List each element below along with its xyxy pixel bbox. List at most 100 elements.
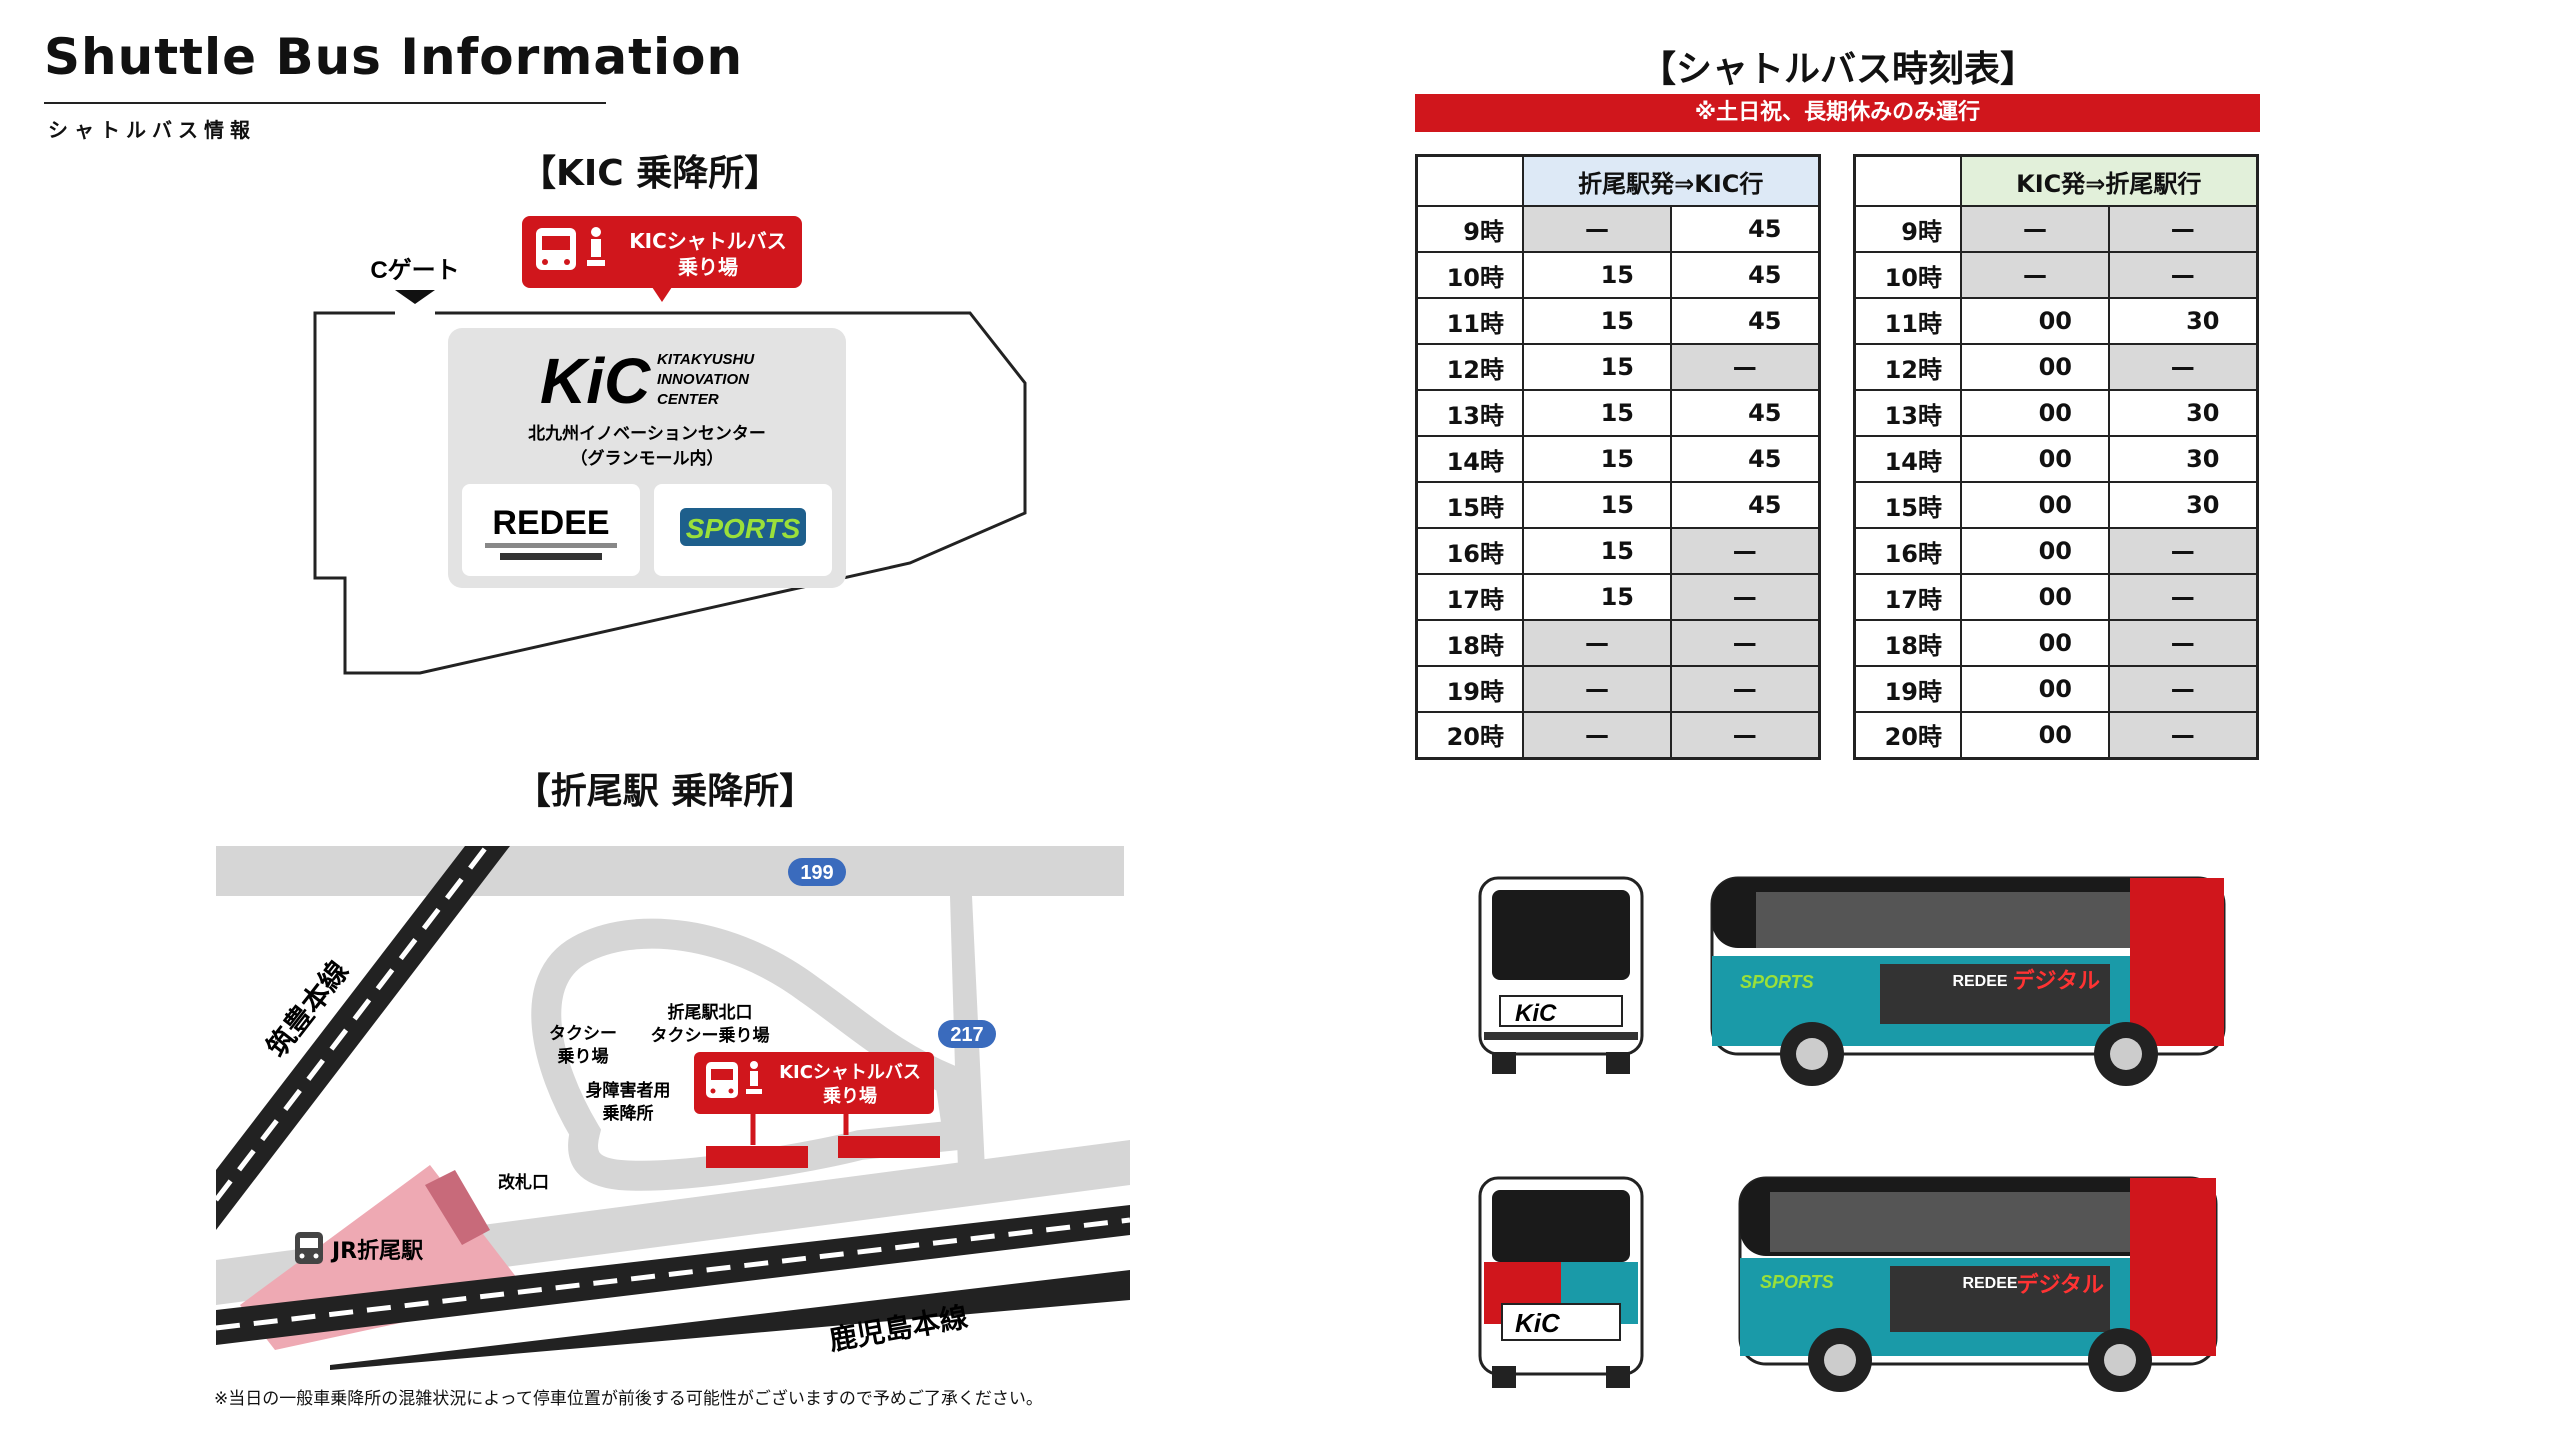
departure-cell-first: 15 — [1522, 251, 1672, 299]
hour-cell: 15時 — [1853, 481, 1962, 529]
departure-cell-first: — — [1960, 205, 2110, 253]
sports-logo: SPORTS — [686, 513, 801, 544]
departure-cell-second: 30 — [2108, 297, 2258, 345]
bus-front-view: KiC — [1478, 876, 1644, 1074]
departure-cell-first: 00 — [1960, 573, 2110, 621]
kic-map: Cゲート KiC KITAKYUSHU INNOVATION CENTER 北九… — [313, 216, 1027, 675]
departure-cell-second: — — [2108, 711, 2258, 759]
departure-cell-second: 45 — [1670, 435, 1820, 483]
departure-cell-first: 00 — [1960, 343, 2110, 391]
station-loop-road — [531, 918, 976, 1191]
departure-cell-second: — — [2108, 251, 2258, 299]
departure-cell-first: 00 — [1960, 665, 2110, 713]
departure-cell-first: 15 — [1522, 481, 1672, 529]
bus-side-redee: REDEE — [1952, 973, 2007, 990]
hour-cell: 14時 — [1415, 435, 1524, 483]
departure-cell-second: 45 — [1670, 297, 1820, 345]
departure-cell-first: 15 — [1522, 297, 1672, 345]
hour-cell: 18時 — [1415, 619, 1524, 667]
bus-side-sports: SPORTS — [1740, 972, 1814, 992]
accessible-label-2: 乗降所 — [602, 1103, 654, 1124]
kic-logo-sub2: INNOVATION — [657, 371, 750, 388]
accessible-label-1: 身障害者用 — [586, 1080, 671, 1101]
hour-cell: 16時 — [1853, 527, 1962, 575]
bus-front-view-alt: KiC — [1478, 1176, 1644, 1388]
table-header-row: 折尾駅発⇒KIC行 — [1415, 154, 1820, 207]
hour-cell: 18時 — [1853, 619, 1962, 667]
departure-cell-second: — — [1670, 665, 1820, 713]
table-row: 20時—— — [1415, 711, 1820, 759]
orio-stop-label-1: KICシャトルバス — [779, 1062, 921, 1083]
kic-center-sub: （グランモール内） — [571, 448, 724, 469]
north-taxi-label-2: タクシー乗り場 — [651, 1026, 770, 1046]
kic-stop-label-2: 乗り場 — [678, 255, 738, 279]
svg-text:199: 199 — [800, 862, 833, 884]
departure-cell-second: — — [1670, 619, 1820, 667]
table-row: 10時—— — [1853, 251, 2258, 299]
departure-cell-first: — — [1960, 251, 2110, 299]
north-taxi-label-1: 折尾駅北口 — [668, 1002, 753, 1023]
departure-cell-first: 00 — [1960, 619, 2110, 667]
bus-side-sports-alt: SPORTS — [1760, 1272, 1834, 1292]
bus-side-view-alt: デジタル REDEE SPORTS — [1738, 1176, 2218, 1392]
station-label: JR折尾駅 — [330, 1239, 423, 1264]
departure-cell-second: — — [2108, 205, 2258, 253]
orio-section-heading: 【折尾駅 乗降所】 — [514, 771, 816, 812]
title-underline — [44, 102, 606, 104]
ticket-gate-label: 改札口 — [498, 1172, 549, 1193]
departure-cell-first: 15 — [1522, 573, 1672, 621]
shuttle-bay-2 — [838, 1136, 940, 1158]
bus-icon — [536, 228, 576, 270]
departure-cell-second: 45 — [1670, 205, 1820, 253]
person-icon — [587, 227, 605, 266]
hour-cell: 19時 — [1853, 665, 1962, 713]
hour-cell: 11時 — [1853, 297, 1962, 345]
hour-cell: 10時 — [1415, 251, 1524, 299]
route-217-badge: 217 — [938, 1020, 996, 1048]
departure-cell-first: 15 — [1522, 527, 1672, 575]
departure-cell-first: 15 — [1522, 435, 1672, 483]
hour-cell: 20時 — [1415, 711, 1524, 759]
bus-side-digital-alt: デジタル — [2016, 1272, 2104, 1298]
kic-section-heading: 【KIC 乗降所】 — [520, 153, 781, 194]
bus-side-digital: デジタル — [2012, 968, 2100, 994]
departure-cell-second: — — [2108, 619, 2258, 667]
page-title: Shuttle Bus Information — [44, 28, 744, 86]
kic-center-name: 北九州イノベーションセンター — [528, 424, 766, 444]
table-row: 18時—— — [1415, 619, 1820, 667]
bus-side-view: デジタル REDEE SPORTS — [1710, 876, 2226, 1086]
kic-logo-sub1: KITAKYUSHU — [657, 351, 755, 368]
direction-header: KIC発⇒折尾駅行 — [1960, 154, 2258, 207]
train-icon — [295, 1232, 323, 1264]
stop-position-note: ※当日の一般車乗降所の混雑状況によって停車位置が前後する可能性がございますので予… — [214, 1389, 1043, 1409]
departure-cell-first: 15 — [1522, 389, 1672, 437]
redee-logo: REDEE — [492, 504, 609, 542]
timetable-heading: 【シャトルバス時刻表】 — [1639, 49, 2036, 90]
route-199-badge: 199 — [788, 858, 846, 886]
departure-cell-second: — — [2108, 573, 2258, 621]
departure-cell-first: 00 — [1960, 527, 2110, 575]
departure-cell-second: — — [2108, 665, 2258, 713]
hour-cell: 17時 — [1853, 573, 1962, 621]
bus-front-logo: KiC — [1515, 1000, 1557, 1027]
departure-cell-second: — — [1670, 573, 1820, 621]
departure-cell-first: — — [1522, 665, 1672, 713]
departure-cell-second: 45 — [1670, 251, 1820, 299]
top-road — [216, 846, 1124, 896]
hour-cell: 20時 — [1853, 711, 1962, 759]
departure-cell-second: — — [1670, 527, 1820, 575]
